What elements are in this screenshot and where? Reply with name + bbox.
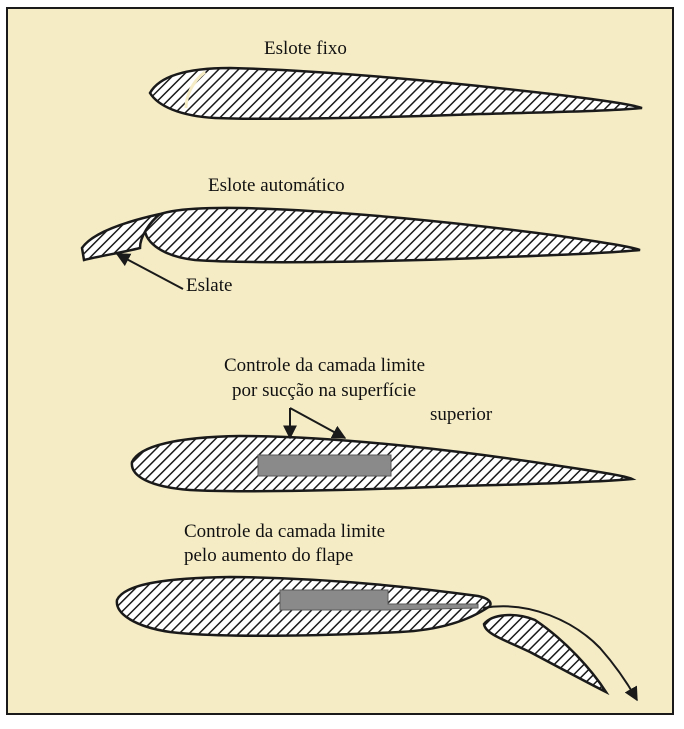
label-fixed-slot: Eslote fixo <box>264 39 347 58</box>
label-flap-line-2: pelo aumento do flape <box>184 546 353 565</box>
label-suction-line-3: superior <box>430 405 492 424</box>
label-flap-line-1: Controle da camada limite <box>184 522 385 541</box>
label-automatic-slot: Eslote automático <box>208 176 345 195</box>
label-suction-line-1: Controle da camada limite <box>224 356 425 375</box>
label-suction-line-2: por sucção na superfície <box>232 381 416 400</box>
label-slat: Eslate <box>186 276 232 295</box>
suction-channel <box>258 455 391 476</box>
